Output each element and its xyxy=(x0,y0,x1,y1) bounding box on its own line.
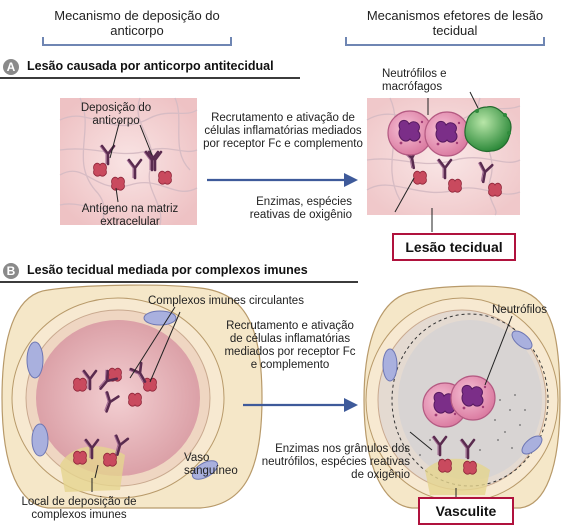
tissue-injury-right xyxy=(366,97,521,216)
result-vasculitis: Vasculite xyxy=(418,497,514,525)
header-left: Mecanismo de deposição do anticorpo xyxy=(54,8,220,38)
header-left-tick-l xyxy=(42,37,44,45)
panel-b-title: Lesão tecidual mediada por complexos imu… xyxy=(27,263,308,277)
header-right: Mecanismos efetores de lesão tecidual xyxy=(366,8,544,38)
label-antigen-matrix: Antígeno na matriz extracelular xyxy=(81,203,179,228)
blood-vessel-right xyxy=(363,285,561,509)
header-left-line xyxy=(42,44,232,46)
header-right-line xyxy=(345,44,545,46)
label-neutrophils-b: Neutrófilos xyxy=(492,304,547,316)
label-recruitment-b: Recrutamento e ativação de células infla… xyxy=(224,320,356,371)
label-enzymes-a: Enzimas, espécies reativas de oxigênio xyxy=(249,196,352,221)
blood-vessel-left xyxy=(1,284,263,509)
panel-a-title: Lesão causada por anticorpo antitecidual xyxy=(27,59,274,73)
label-circulating-complexes: Complexos imunes circulantes xyxy=(148,295,304,307)
label-enzymes-b: Enzimas nos grânulos dos neutrófilos, es… xyxy=(261,443,410,481)
arrow-b xyxy=(243,398,358,412)
label-deposition-site: Local de deposição de complexos imunes xyxy=(21,496,137,521)
header-right-tick-l xyxy=(345,37,347,45)
result-tissue-injury: Lesão tecidual xyxy=(392,233,516,261)
label-antibody-deposition: Deposição do anticorpo xyxy=(80,102,152,127)
panel-b-underline xyxy=(0,281,358,283)
header-left-tick-r xyxy=(230,37,232,45)
label-recruitment-a: Recrutamento e ativação de células infla… xyxy=(203,112,363,150)
panel-a-underline xyxy=(0,77,300,79)
label-neutrophils-macrophages: Neutrófilos e macrófagos xyxy=(382,68,447,93)
header-right-tick-r xyxy=(543,37,545,45)
panel-b-letter: B xyxy=(3,263,19,279)
label-blood-vessel: Vaso sanguíneo xyxy=(184,452,238,477)
arrow-a xyxy=(207,173,358,187)
panel-a-letter: A xyxy=(3,59,19,75)
tissue-matrix-left xyxy=(59,97,198,226)
